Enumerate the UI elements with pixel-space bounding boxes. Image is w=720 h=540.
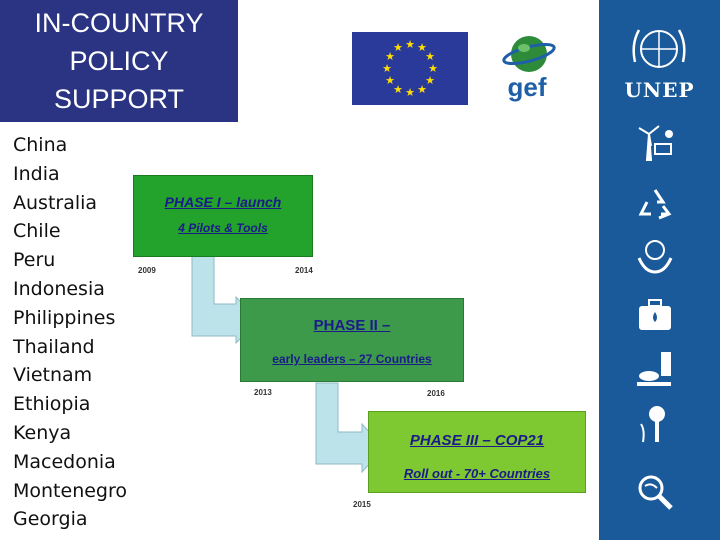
country-item: Vietnam (13, 364, 93, 387)
country-item: Philippines (13, 306, 116, 329)
tree-icon (640, 406, 665, 443)
phase-2-start-year: 2013 (254, 388, 272, 397)
country-item: Indonesia (13, 277, 105, 300)
country-item: Peru (13, 249, 56, 272)
title-line-3: SUPPORT (53, 84, 185, 114)
title-box: IN-COUNTRY POLICY SUPPORT (0, 0, 238, 122)
gef-logo: gef (494, 30, 564, 102)
svg-text:★: ★ (385, 74, 395, 87)
phase-1-box: PHASE I – launch 4 Pilots & Tools (133, 175, 313, 257)
country-item: India (13, 162, 60, 185)
country-item: Montenegro (13, 479, 128, 502)
phase-3-start-year: 2015 (353, 500, 371, 509)
recycle-icon (638, 189, 672, 220)
phase-1-title: PHASE I – launch (164, 194, 282, 210)
unep-text: UNEP (624, 78, 695, 102)
svg-text:★: ★ (417, 41, 427, 54)
country-item: Macedonia (13, 450, 116, 473)
svg-text:★: ★ (393, 83, 403, 96)
wind-solar-energy-icon (638, 125, 673, 161)
svg-text:★: ★ (405, 86, 415, 99)
svg-text:★: ★ (417, 83, 427, 96)
gef-globe-icon: gef (502, 36, 556, 102)
phase-1-start-year: 2009 (138, 266, 156, 275)
svg-text:★: ★ (428, 62, 438, 75)
svg-text:★: ★ (425, 50, 435, 63)
country-item: China (13, 134, 68, 156)
phase-2-box: PHASE II – early leaders – 27 Countries (240, 298, 464, 382)
svg-text:★: ★ (425, 74, 435, 87)
hands-globe-icon (637, 240, 673, 274)
phase-3-subtitle: Roll out - 70+ Countries (403, 466, 551, 481)
country-item: Georgia (13, 508, 88, 531)
title-line-2: POLICY (69, 46, 169, 76)
gef-text: gef (508, 72, 547, 102)
unep-sidebar: UNEP (599, 0, 720, 540)
phase-2-subtitle: early leaders – 27 Countries (272, 352, 432, 366)
phase-3-title: PHASE III – COP21 (409, 432, 545, 449)
oil-briefcase-icon (639, 299, 671, 330)
pollution-spill-icon (637, 352, 671, 386)
title-line-1: IN-COUNTRY (34, 8, 204, 38)
svg-text:★: ★ (405, 38, 415, 51)
country-item: Ethiopia (13, 393, 91, 416)
svg-text:★: ★ (385, 50, 395, 63)
phase-2-end-year: 2016 (427, 389, 445, 398)
svg-text:★: ★ (382, 62, 392, 75)
eu-stars-icon: ★ ★ ★ ★ ★ ★ ★ ★ ★ ★ ★ ★ (382, 38, 438, 99)
eu-flag-logo: ★ ★ ★ ★ ★ ★ ★ ★ ★ ★ ★ ★ (352, 32, 468, 105)
country-list: China India Australia Chile Peru Indones… (13, 131, 127, 534)
country-item: Kenya (13, 421, 72, 444)
phase-1-end-year: 2014 (295, 266, 313, 275)
country-item: Thailand (13, 335, 95, 358)
svg-text:★: ★ (393, 41, 403, 54)
phase-3-box: PHASE III – COP21 Roll out - 70+ Countri… (368, 411, 586, 493)
globe-magnifier-icon (638, 475, 673, 510)
country-item: Australia (13, 191, 98, 214)
unep-emblem-icon (632, 29, 686, 68)
phase-2-title: PHASE II – (313, 317, 391, 334)
country-item: Chile (13, 220, 61, 243)
phase-1-subtitle: 4 Pilots & Tools (178, 221, 268, 235)
